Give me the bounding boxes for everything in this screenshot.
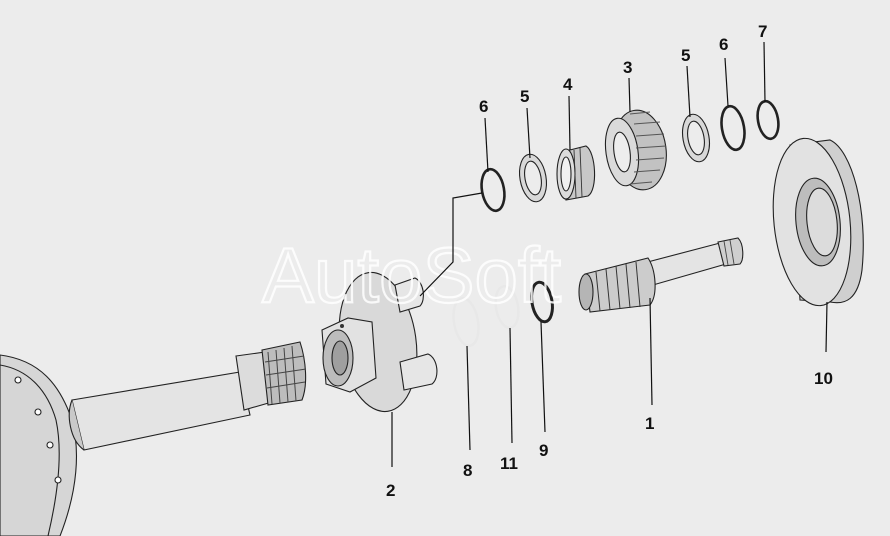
callout-7: 7 [758,22,767,41]
washer-5-left [518,153,548,203]
snap-ring-6-left [480,167,506,213]
callout-6-right: 6 [719,35,728,54]
axle-shaft [0,341,307,536]
callout-4: 4 [563,75,573,94]
ring-disc-10 [772,137,864,307]
callout-3: 3 [623,58,632,77]
leader-lines [391,41,828,467]
snap-ring-6-right [720,104,746,152]
planet-carrier [321,271,438,413]
needle-bearing-4 [556,145,596,201]
callout-9: 9 [539,441,548,460]
callout-5-right: 5 [681,46,690,65]
callout-10: 10 [814,369,833,388]
snap-ring-7 [756,99,780,141]
callout-11: 11 [500,454,518,473]
washer-5-right [681,113,711,163]
sun-gear-shaft [578,237,744,313]
watermark-text: AutoSoft [262,231,562,319]
callout-6-left: 6 [479,97,488,116]
callout-8: 8 [463,461,472,480]
ring-11 [494,284,520,330]
snap-ring-9 [530,280,554,324]
callout-5-left: 5 [520,87,529,106]
callout-1: 1 [645,414,654,433]
callout-labels: 6 5 4 3 5 6 7 2 8 11 9 1 10 [386,22,833,500]
planet-gear-3 [604,109,667,191]
ring-8 [452,297,480,347]
callout-2: 2 [386,481,395,500]
